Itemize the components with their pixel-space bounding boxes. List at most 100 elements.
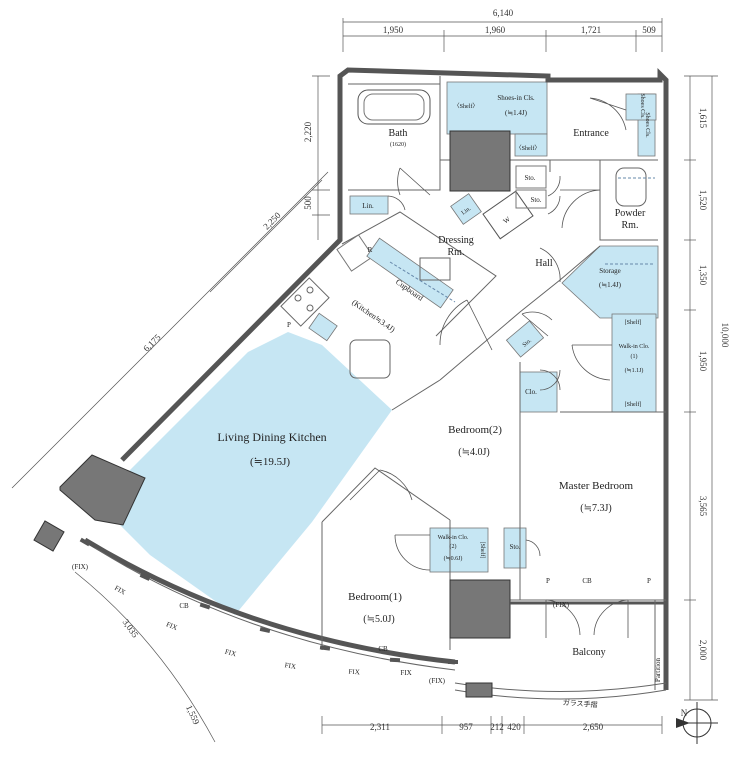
- label-wic2-shelf: [Shelf]: [479, 542, 486, 559]
- wall-hall: [439, 245, 601, 381]
- label-shoes-cls-size: (≒1.4J): [505, 109, 528, 117]
- toilet: [615, 167, 647, 207]
- label-fix-2: FIX: [113, 584, 127, 597]
- dim-right-6: 2,000: [698, 640, 708, 661]
- label-partition: Partition: [654, 657, 662, 682]
- label-dressing-2: Rm.: [448, 247, 465, 258]
- label-powder: Powder: [615, 208, 646, 219]
- compass-icon: [676, 702, 718, 744]
- label-wic1-num: (1): [631, 353, 638, 360]
- label-bedroom1: Bedroom(1): [348, 591, 402, 603]
- door-balcony-2: [593, 599, 629, 638]
- label-entrance: Entrance: [573, 128, 609, 139]
- label-wic1-size: (≒1.1J): [625, 367, 644, 374]
- door-powder: [560, 189, 601, 229]
- label-lin: Lin.: [362, 202, 374, 210]
- dim-left-2: 500: [303, 196, 313, 210]
- wall-powder: [599, 160, 658, 241]
- stove: [280, 277, 330, 327]
- dim-bottom-5: 2,650: [583, 722, 604, 732]
- dim-right-1: 1,615: [698, 108, 708, 129]
- label-wic2-size: (≒0.6J): [444, 555, 463, 562]
- label-w: W: [502, 215, 512, 226]
- label-storage: Storage: [599, 267, 620, 275]
- label-ldk-size: (≒19.5J): [250, 456, 290, 468]
- door-sto: [547, 175, 561, 215]
- dash-kitchen: [389, 261, 456, 303]
- outer-wall-west: [120, 195, 343, 462]
- label-shoes-cls: Shoes-in Cls.: [497, 94, 535, 102]
- label-fix-7: FIX: [400, 669, 411, 677]
- dim-bottom-1: 2,311: [370, 722, 390, 732]
- label-shelf-1: 〈Shelf〉: [454, 103, 479, 110]
- label-p-master-1: P: [546, 577, 550, 585]
- sto-entrance-2: [515, 189, 547, 209]
- dim-arc-1: 3,035: [121, 617, 141, 640]
- bathtub: [357, 89, 431, 125]
- walk-in-closet-2: [429, 527, 489, 573]
- label-master-size: (≒7.3J): [580, 503, 611, 514]
- dim-right-total: 10,000: [720, 323, 730, 348]
- door-clo: [539, 369, 561, 391]
- column-center: [449, 130, 511, 192]
- column-small-left: [33, 520, 65, 552]
- label-fix-1: (FIX): [72, 563, 89, 571]
- label-lin-center: Lin.: [461, 206, 473, 217]
- label-shelf-2: 〈Shelf〉: [516, 145, 541, 152]
- label-bath-size: (1620): [390, 141, 406, 148]
- dim-right-2: 1,520: [698, 190, 708, 211]
- label-bedroom1-size: (≒5.0J): [363, 614, 394, 625]
- label-sto-br: Sto.: [509, 543, 520, 551]
- sto-hall: [505, 320, 545, 358]
- label-wic1-shelf-bottom: [Shelf]: [625, 401, 642, 408]
- linen-closet: [349, 195, 389, 215]
- label-fix-balcony: (FIX): [553, 601, 570, 609]
- dim-top-total: 6,140: [493, 8, 514, 18]
- label-bedroom2-size: (≒4.0J): [458, 447, 489, 458]
- label-fix-3: FIX: [165, 620, 178, 632]
- label-shoes-cls-top: Shoes Cls.: [639, 93, 645, 119]
- label-clo: Clo.: [525, 388, 537, 396]
- kitchen-counter: [308, 237, 454, 342]
- label-dressing: Dressing: [438, 235, 474, 246]
- label-fix-8: (FIX): [429, 677, 446, 685]
- label-shoes-cls-short: Shoes Cls.: [644, 112, 650, 138]
- label-sto-1: Sto.: [524, 174, 535, 182]
- sto-entrance-1: [515, 165, 547, 189]
- dim-bottom-3: 212: [490, 722, 504, 732]
- label-bath: Bath: [389, 128, 408, 139]
- compass-label: N: [681, 708, 688, 718]
- dimension-lines: [11, 18, 718, 743]
- label-sto-2: Sto.: [530, 196, 541, 204]
- door-storage: [539, 247, 561, 283]
- label-ldk: Living Dining Kitchen: [217, 430, 326, 444]
- fridge: [336, 234, 374, 272]
- dim-arc-2: 1,559: [184, 703, 202, 726]
- wall-kitchen: [341, 211, 497, 337]
- label-balcony: Balcony: [572, 647, 605, 658]
- bathtub-inner: [363, 93, 425, 121]
- dim-top-2: 1,960: [485, 25, 506, 35]
- label-wic2-num: (2): [450, 543, 457, 550]
- label-r: R: [368, 246, 373, 254]
- label-fix-4: FIX: [224, 648, 237, 659]
- label-fix-5: FIX: [284, 661, 296, 671]
- washbasin: [419, 257, 451, 281]
- wall-bedroom2-top: [391, 379, 441, 411]
- door-wic2: [394, 534, 431, 571]
- dim-diag-2: 6,175: [141, 332, 163, 354]
- label-glass-rail: ガラス手摺: [562, 698, 597, 709]
- column-bottom: [449, 579, 511, 639]
- label-p-master-2: P: [647, 577, 651, 585]
- column-small-bottom: [465, 682, 493, 698]
- door-bath: [397, 167, 431, 196]
- label-powder-2: Rm.: [622, 220, 639, 231]
- label-wic2: Walk-in Clo.: [438, 535, 469, 541]
- label-wic1-shelf-top: [Shelf]: [625, 319, 642, 326]
- washing-machine: [482, 190, 534, 240]
- dim-left-1: 2,220: [303, 121, 313, 142]
- door-master: [521, 311, 553, 337]
- dim-right-5: 3,565: [698, 496, 708, 517]
- dim-top-1: 1,950: [383, 25, 404, 35]
